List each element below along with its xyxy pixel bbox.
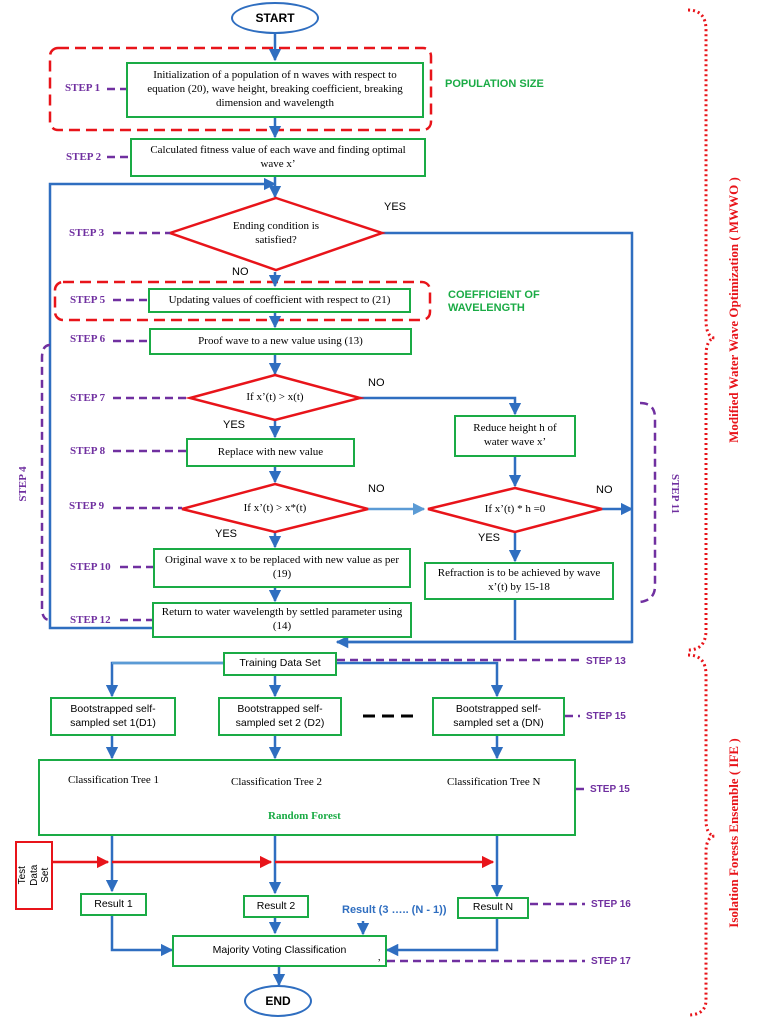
- result1-box: Result 1: [80, 893, 147, 916]
- classification-tree-n: Classification Tree N: [447, 776, 541, 788]
- end-terminal: END: [244, 985, 312, 1017]
- step11-bracket: [639, 401, 657, 604]
- step13-label: STEP 13: [586, 656, 626, 667]
- start-terminal: START: [231, 2, 319, 34]
- step9-no-label: NO: [368, 483, 385, 495]
- step3-label: STEP 3: [69, 227, 105, 239]
- proof-wave-box: Proof wave to a new value using (13): [149, 328, 412, 355]
- test-data-box: Test Data Set: [15, 841, 53, 910]
- arrow-training-boot1: [105, 661, 223, 698]
- population-size-region: [48, 46, 433, 132]
- original-wave-box: Original wave x to be replaced with new …: [153, 548, 411, 588]
- arrow-training-bootn: [337, 661, 504, 698]
- step8-label: STEP 8: [70, 445, 106, 457]
- refraction-box: Refraction is to be achieved by wave x’(…: [424, 562, 614, 600]
- ending-yes-label: YES: [384, 201, 407, 213]
- majority-voting-box: Majority Voting Classification: [172, 935, 387, 967]
- step4-label: STEP 4: [17, 466, 29, 502]
- update-coefficient-box: Updating values of coefficient with resp…: [148, 288, 411, 313]
- step7-yes-label: YES: [223, 419, 246, 431]
- step9-condition-text: If x’(t) > x*(t): [243, 502, 307, 514]
- step7-condition-text: If x’(t) > x(t): [246, 391, 304, 403]
- step11-yes-label: YES: [478, 532, 501, 544]
- step5-label: STEP 5: [70, 294, 106, 306]
- ending-no-label: NO: [232, 266, 249, 278]
- init-population-box: Initialization of a population of n wave…: [126, 62, 424, 118]
- classification-tree-1: Classification Tree 1: [68, 774, 160, 786]
- step17-label: STEP 17: [591, 956, 631, 967]
- coefficient-label-line2: WAVELENGTH: [448, 302, 525, 314]
- bootstrap-setn-box: Bootstrapped self-sampled set a (DN): [432, 697, 565, 736]
- arrow-result1-majority: [110, 916, 174, 957]
- coefficient-region: [53, 280, 432, 322]
- bootstrap-set1-box: Bootstrapped self-sampled set 1(D1): [50, 697, 176, 736]
- step10-label: STEP 10: [70, 561, 111, 573]
- majority-mark: ,: [378, 952, 381, 963]
- step11-label: STEP 11: [669, 473, 681, 515]
- reduce-height-box: Reduce height h of water wave x’: [454, 415, 576, 457]
- bootstrap-set2-box: Bootstrapped self-sampled set 2 (D2): [218, 697, 342, 736]
- step11-condition-text: If x’(t) * h =0: [484, 503, 546, 515]
- step7-no-line: [360, 396, 522, 416]
- step6-label: STEP 6: [70, 333, 106, 345]
- ife-section-label: Isolation Forests Ensemble ( IFE ): [726, 738, 741, 928]
- resultn-box: Result N: [457, 897, 529, 919]
- arrow-resultn-majority: [385, 919, 499, 957]
- step9-label: STEP 9: [69, 500, 105, 512]
- random-forest-label: Random Forest: [268, 810, 341, 822]
- step15a-label: STEP 15: [586, 711, 626, 722]
- test-data-label: Test Data Set: [16, 864, 51, 887]
- result-middle-label: Result (3 ….. (N - 1)): [342, 904, 447, 916]
- result2-box: Result 2: [243, 895, 309, 918]
- step7-label: STEP 7: [70, 392, 106, 404]
- loop-back-line: [48, 177, 277, 630]
- step9-yes-label: YES: [215, 528, 238, 540]
- ife-brace: [687, 653, 715, 1017]
- population-size-label: POPULATION SIZE: [445, 78, 544, 90]
- mwwo-section-label: Modified Water Wave Optimization ( MWWO …: [726, 177, 741, 443]
- random-forest-box: [38, 759, 576, 836]
- ending-condition-text: Ending condition is satisfied?: [232, 220, 320, 246]
- decision-step7-diamond: [185, 373, 365, 422]
- step15b-label: STEP 15: [590, 784, 630, 795]
- mwwo-brace: [687, 8, 715, 652]
- decision-ending-diamond: [166, 196, 386, 272]
- step2-label: STEP 2: [66, 151, 102, 163]
- step4-bracket: [40, 343, 51, 622]
- replace-value-box: Replace with new value: [186, 438, 355, 467]
- fitness-box: Calculated fitness value of each wave an…: [130, 138, 426, 177]
- training-data-box: Training Data Set: [223, 652, 337, 676]
- step11-no-label: NO: [596, 484, 613, 496]
- coefficient-label-line1: COEFFICIENT OF: [448, 289, 540, 301]
- step7-no-label: NO: [368, 377, 385, 389]
- decision-step11-diamond: [427, 486, 603, 534]
- step12-label: STEP 12: [70, 614, 111, 626]
- decision-step9-diamond: [181, 482, 369, 534]
- classification-tree-2: Classification Tree 2: [231, 776, 323, 788]
- step1-label: STEP 1: [65, 82, 101, 94]
- step16-label: STEP 16: [591, 899, 631, 910]
- return-wavelength-box: Return to water wavelength by settled pa…: [152, 602, 412, 638]
